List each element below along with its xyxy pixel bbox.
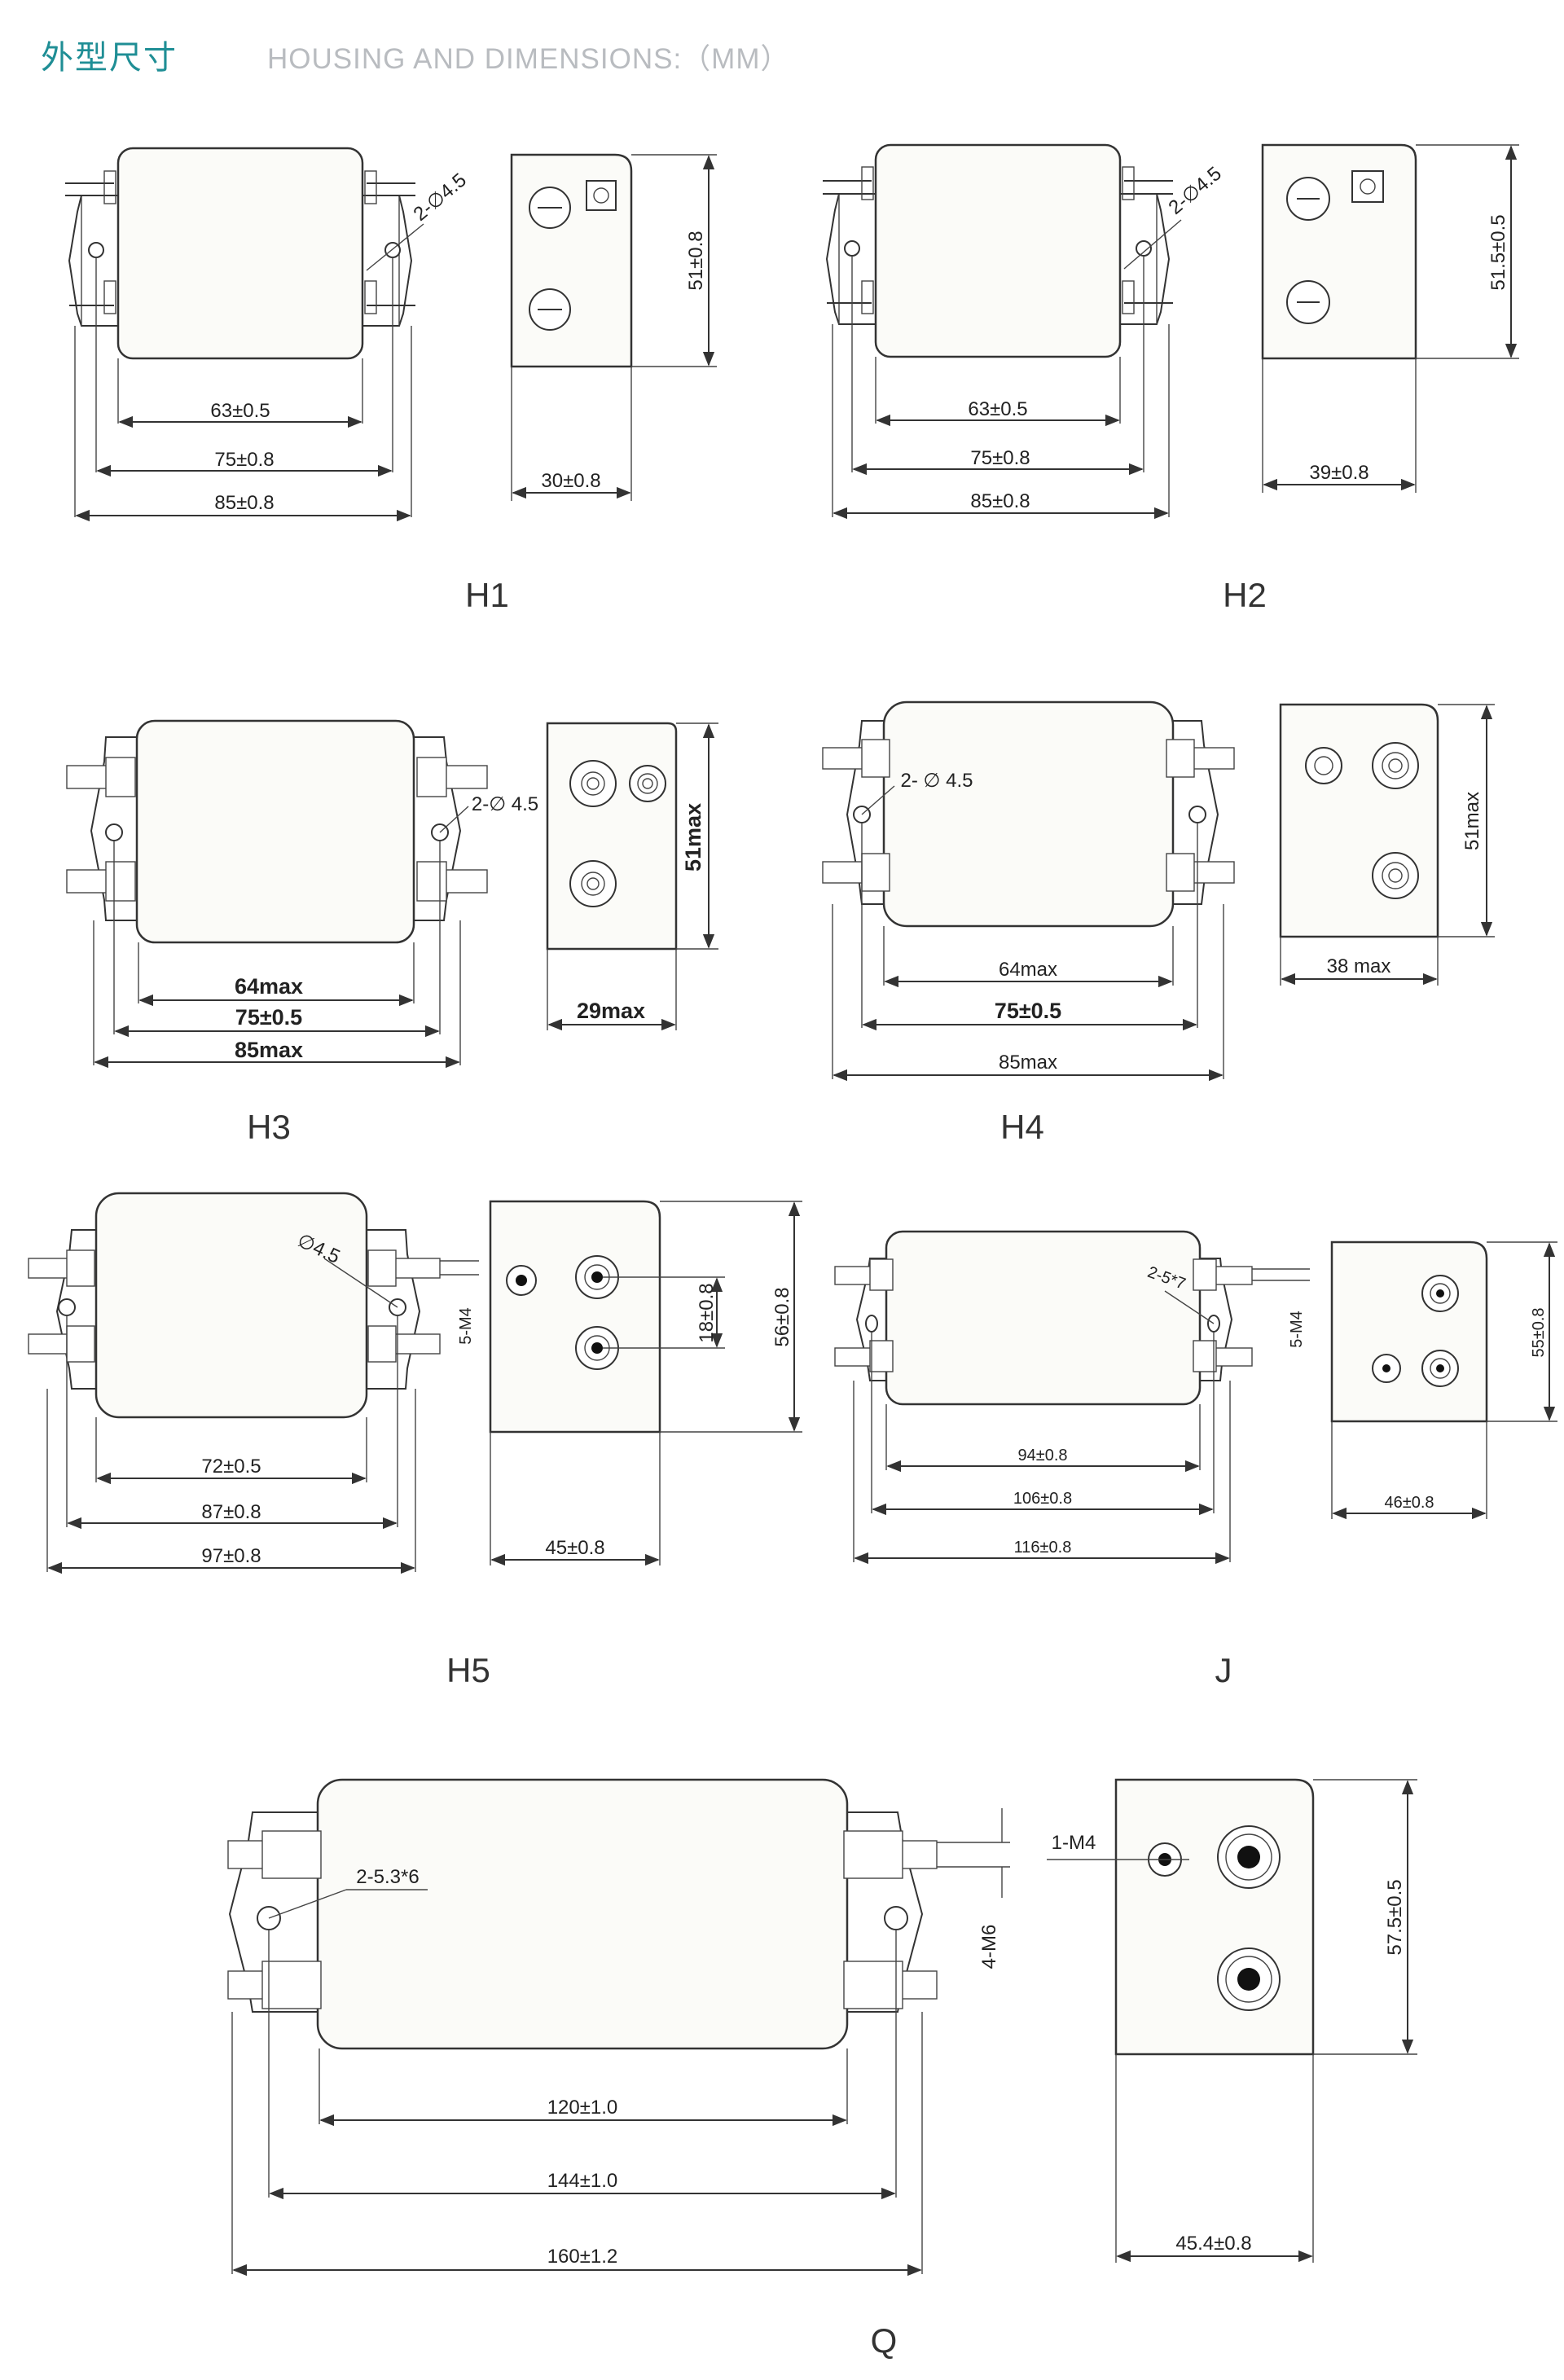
h5-front-view: 5-M4 ∅4.5 72±0.5 87±0.8 97±0.8	[28, 1192, 479, 1574]
h1-front-view: 2-∅4.5 63±0.5 75±0.8 85±0.8	[65, 147, 471, 522]
diagram-h3: 2-∅ 4.5 64max 75±0.5 85max 51max	[66, 719, 718, 1146]
h1-dim-height: 51±0.8	[685, 231, 707, 290]
q-side-view: 1-M4 57.5±0.5 45.4±0.8	[1047, 1778, 1417, 2263]
h1-dim-depth: 30±0.8	[541, 470, 600, 492]
q-thread: 4-M6	[978, 1925, 1000, 1969]
h4-side-view: 51max 38 max	[1279, 703, 1495, 986]
h3-side-view: 51max 29max	[546, 722, 718, 1031]
h1-dim-mount: 63±0.5	[210, 400, 270, 422]
h5-dim-depth: 45±0.8	[545, 1537, 604, 1559]
h4-dim-depth: 38 max	[1327, 955, 1391, 977]
h4-dim-mount: 64max	[999, 959, 1057, 981]
header-title-en: HOUSING AND DIMENSIONS:（MM）	[267, 43, 790, 75]
diagram-j: 5-M4 2-5*7 94±0.8 106±0.8 116±0.8 55±0.8	[834, 1230, 1557, 1689]
h2-hole-note: 2-∅4.5	[1165, 163, 1226, 219]
h2-dim-mount: 63±0.5	[968, 398, 1027, 420]
h3-dim-holes: 75±0.5	[235, 1005, 302, 1030]
q-dim-mount: 120±1.0	[547, 2097, 618, 2119]
h2-caption: H2	[1223, 576, 1267, 614]
h5-dim-height: 56±0.8	[771, 1287, 793, 1346]
h3-dim-depth: 29max	[577, 999, 645, 1023]
diagram-h2: 2-∅4.5 63±0.5 75±0.8 85±0.8 51.5±	[823, 143, 1519, 614]
j-dim-holes: 106±0.8	[1013, 1490, 1072, 1508]
h5-caption: H5	[446, 1651, 490, 1689]
h4-hole-note: 2- ∅ 4.5	[901, 770, 973, 792]
h5-dim-total: 97±0.8	[201, 1545, 261, 1567]
q-dim-holes: 144±1.0	[547, 2170, 618, 2192]
h4-dim-holes: 75±0.5	[995, 999, 1061, 1023]
h5-dim-mount: 72±0.5	[201, 1456, 261, 1478]
h2-front-view: 2-∅4.5 63±0.5 75±0.8 85±0.8	[823, 143, 1226, 520]
q-dim-total: 160±1.2	[547, 2246, 618, 2268]
diagram-q: 4-M6 2-5.3*6 120±1.0 144±1.0 160±1.2 1-M…	[227, 1778, 1417, 2360]
header-title-cn: 外型尺寸	[41, 39, 178, 77]
h2-dim-holes: 75±0.8	[970, 447, 1030, 469]
h5-dim-holes: 87±0.8	[201, 1501, 261, 1523]
j-front-view: 5-M4 2-5*7 94±0.8 106±0.8 116±0.8	[834, 1230, 1310, 1565]
diagram-h1: 2-∅4.5 63±0.5 75±0.8 85±0.8	[65, 147, 717, 614]
j-side-view: 55±0.8 46±0.8	[1330, 1240, 1557, 1520]
h5-thread: 5-M4	[457, 1307, 475, 1345]
h3-front-view: 2-∅ 4.5 64max 75±0.5 85max	[66, 719, 538, 1069]
q-dim-depth: 45.4±0.8	[1175, 2233, 1251, 2255]
h3-dim-height: 51max	[681, 803, 705, 872]
h2-dim-depth: 39±0.8	[1309, 462, 1368, 484]
h4-dim-height: 51max	[1461, 792, 1483, 850]
h3-dim-mount: 64max	[235, 974, 303, 999]
h2-dim-height: 51.5±0.5	[1487, 214, 1509, 290]
h2-dim-total: 85±0.8	[970, 490, 1030, 512]
h4-caption: H4	[1000, 1108, 1044, 1146]
j-dim-total: 116±0.8	[1014, 1539, 1072, 1557]
q-caption: Q	[871, 2321, 898, 2360]
h4-dim-total: 85max	[999, 1052, 1057, 1074]
h1-dim-holes: 75±0.8	[214, 449, 274, 471]
diagram-h4: 2- ∅ 4.5 64max 75±0.5 85max 51max	[822, 700, 1495, 1146]
h1-side-view: 51±0.8 30±0.8	[510, 153, 717, 501]
q-front-view: 4-M6 2-5.3*6 120±1.0 144±1.0 160±1.2	[227, 1778, 1010, 2277]
j-thread: 5-M4	[1288, 1311, 1306, 1348]
j-dim-depth: 46±0.8	[1384, 1494, 1434, 1512]
h1-caption: H1	[465, 576, 509, 614]
h5-side-view: 18±0.8 56±0.8 45±0.8	[489, 1200, 802, 1566]
h3-caption: H3	[247, 1108, 291, 1146]
h2-side-view: 51.5±0.5 39±0.8	[1261, 143, 1519, 493]
j-caption: J	[1215, 1651, 1232, 1689]
page-header: 外型尺寸 HOUSING AND DIMENSIONS:（MM）	[41, 31, 789, 80]
q-hole-note: 2-5.3*6	[356, 1866, 419, 1888]
h3-dim-total: 85max	[235, 1038, 303, 1062]
h3-hole-note: 2-∅ 4.5	[472, 793, 538, 815]
h5-dim-terminal: 18±0.8	[696, 1283, 718, 1342]
q-thread-side: 1-M4	[1052, 1832, 1096, 1854]
q-dim-height: 57.5±0.5	[1384, 1879, 1406, 1955]
h4-front-view: 2- ∅ 4.5 64max 75±0.5 85max	[822, 700, 1235, 1082]
h1-hole-note: 2-∅4.5	[410, 169, 471, 226]
diagram-h5: 5-M4 ∅4.5 72±0.5 87±0.8 97±0.8 18±0.8	[28, 1192, 802, 1689]
h1-dim-total: 85±0.8	[214, 492, 274, 514]
j-dim-mount: 94±0.8	[1017, 1447, 1067, 1464]
j-dim-height: 55±0.8	[1530, 1307, 1548, 1357]
